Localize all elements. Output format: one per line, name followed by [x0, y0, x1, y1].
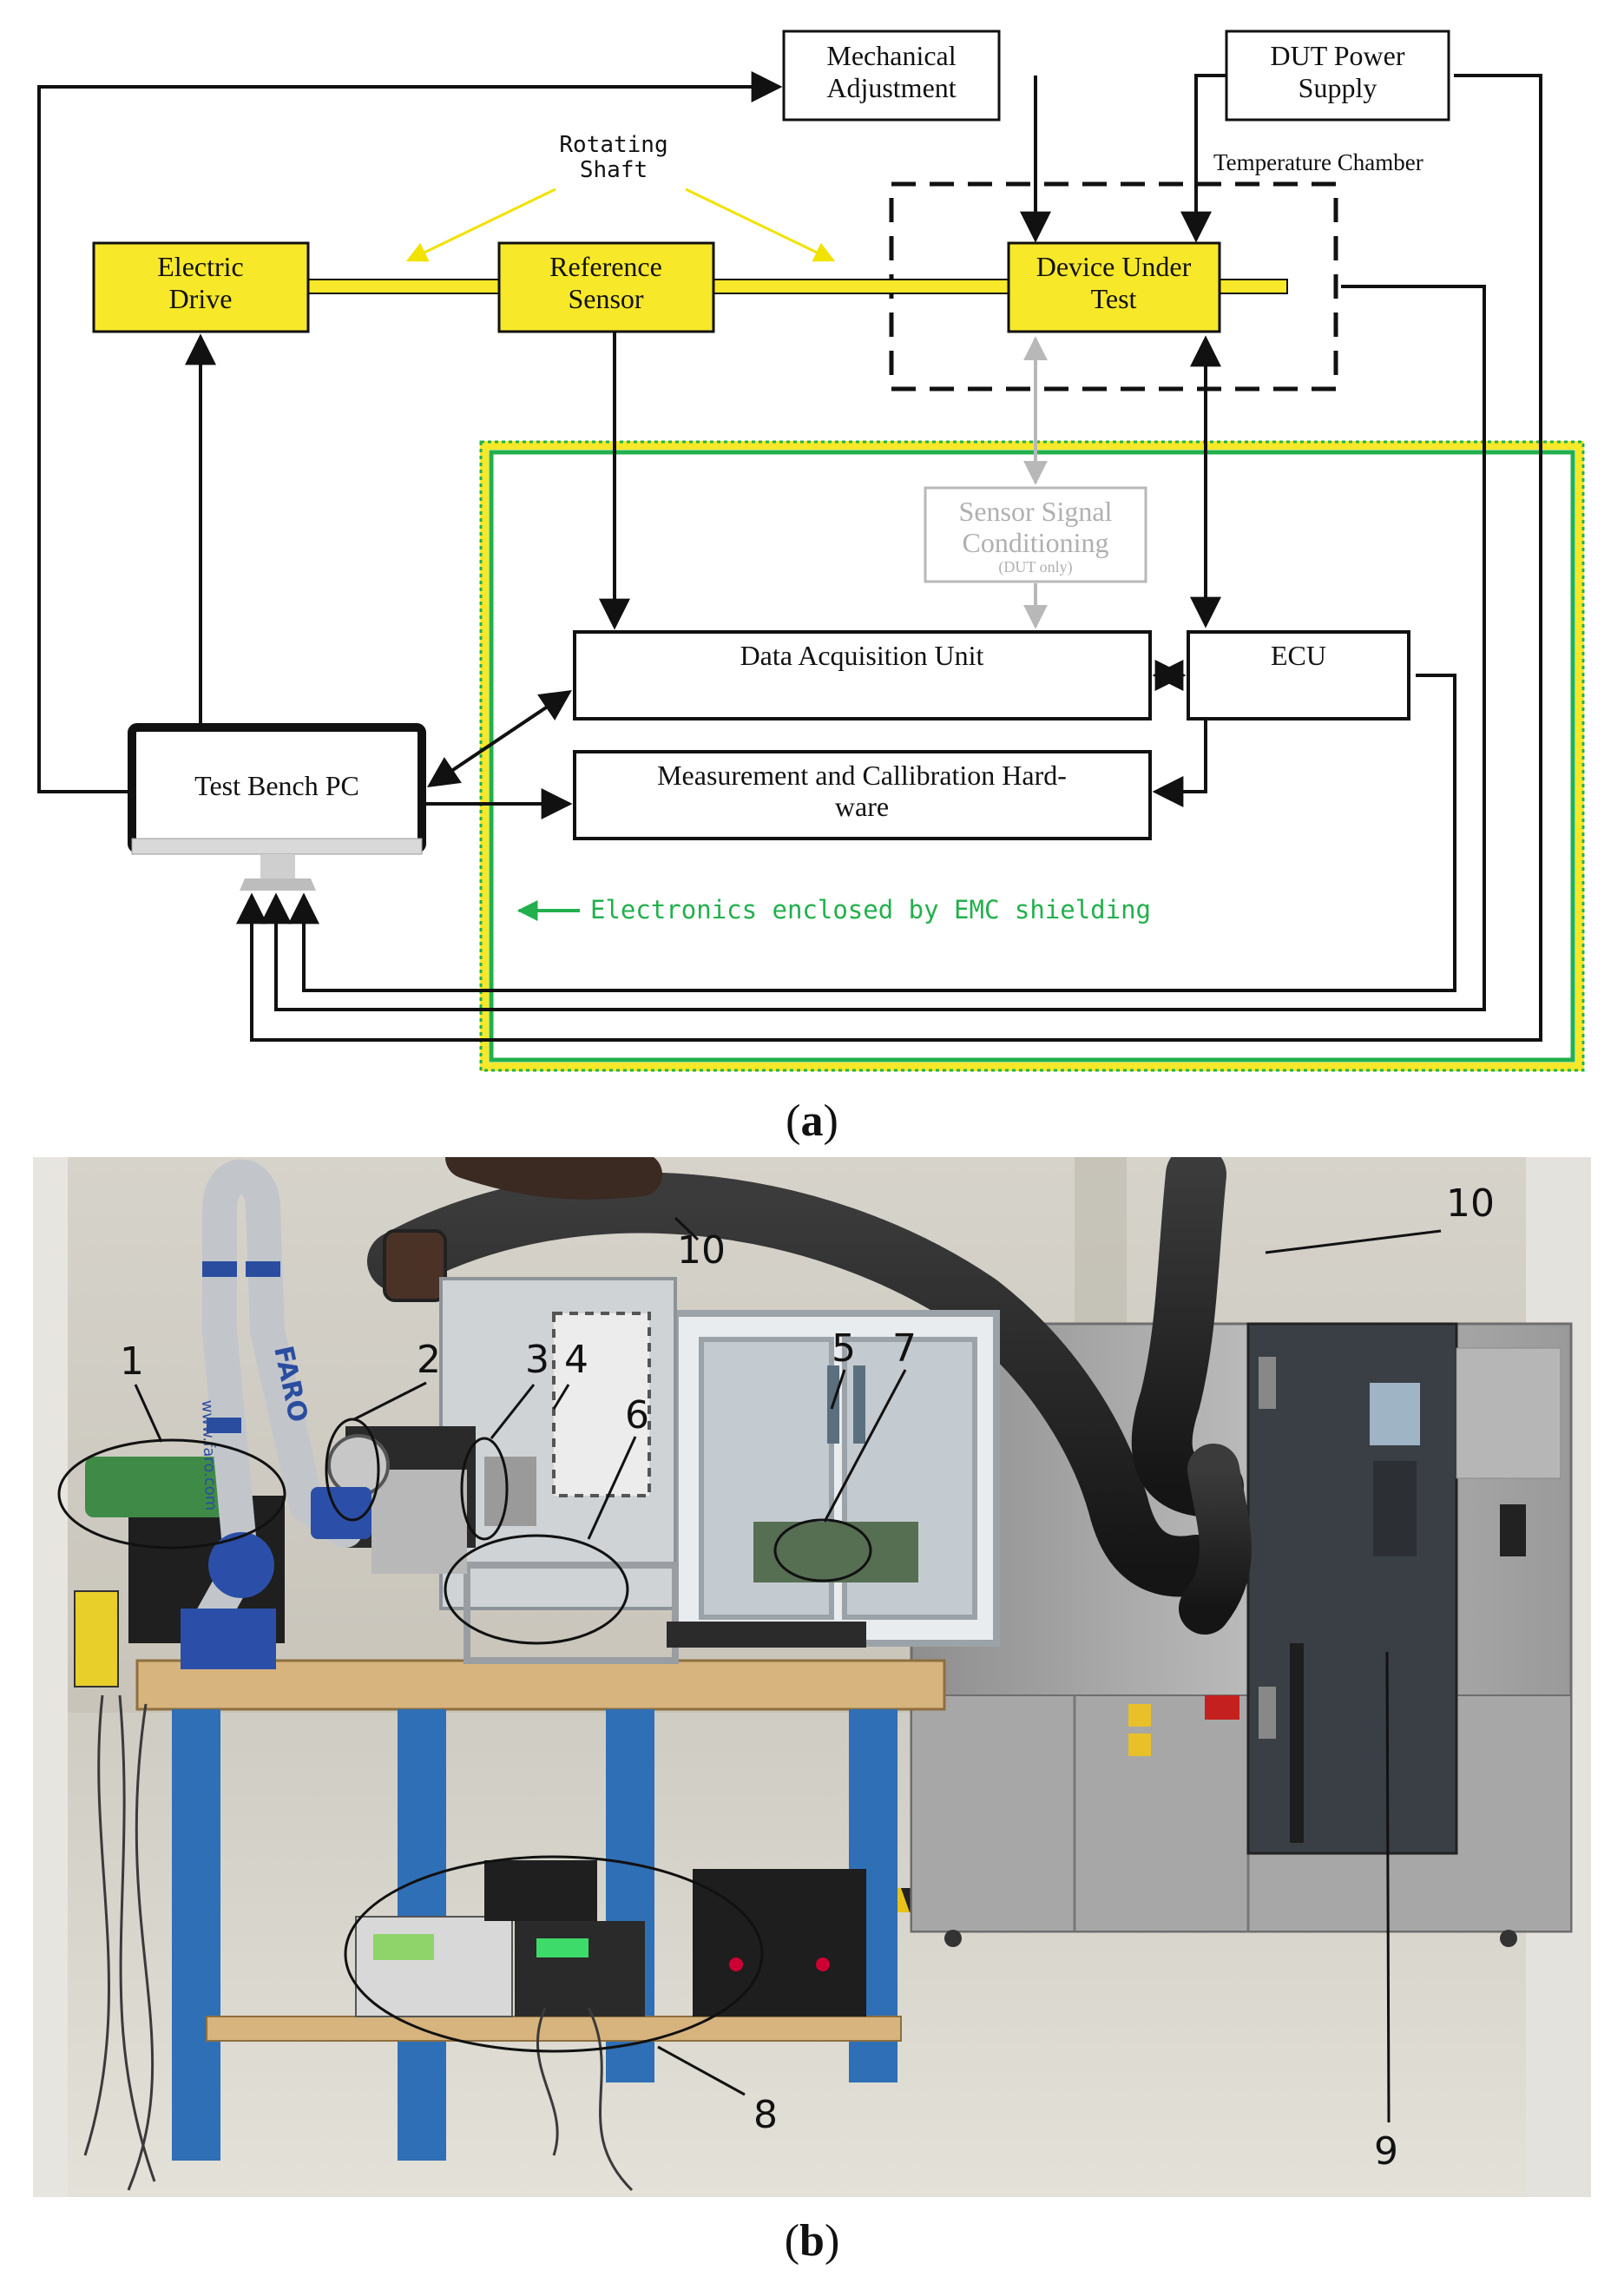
test-bench-block-diagram: Mechanical Adjustment DUT Power Supply E… — [37, 30, 1585, 1072]
sensor-signal-line1: Sensor Signal — [959, 496, 1113, 527]
test-bench-photo-illustration: FARO www.faro.com — [33, 1157, 1591, 2197]
ecu-label: ECU — [1271, 640, 1326, 671]
callout-3: 3 — [525, 1338, 549, 1382]
reference-sensor-line1: Reference — [549, 251, 662, 282]
callout-leaders — [134, 1216, 1442, 2123]
callout-10-left: 10 — [677, 1228, 726, 1273]
callout-2: 2 — [417, 1338, 441, 1382]
rotating-shaft — [307, 279, 1288, 294]
rotating-shaft-label-line2: Shaft — [580, 157, 648, 183]
reference-sensor-line2: Sensor — [568, 283, 643, 314]
dut-power-supply-box: DUT Power Supply — [1225, 30, 1450, 122]
rotating-shaft-label-line1: Rotating — [559, 132, 667, 158]
device-under-test-box: Device Under Test — [1007, 241, 1221, 333]
mechanical-adjustment-line1: Mechanical — [826, 40, 956, 71]
caption-b-letter: b — [799, 2216, 825, 2266]
emc-note-label: Electronics enclosed by EMC shielding — [590, 895, 1151, 924]
temperature-chamber-photo — [910, 1322, 1573, 1947]
callout-8: 8 — [753, 2093, 778, 2137]
cables — [83, 1694, 634, 2192]
dut-power-supply-line2: Supply — [1299, 72, 1377, 103]
measurement-hardware-box: Measurement and Callibration Hard- ware — [573, 750, 1152, 840]
callout-6: 6 — [625, 1393, 649, 1438]
callout-4: 4 — [564, 1338, 588, 1382]
callout-1: 1 — [120, 1339, 144, 1384]
electric-drive-line2: Drive — [169, 283, 233, 314]
reference-sensor-box: Reference Sensor — [497, 241, 715, 333]
dut-power-supply-line1: DUT Power — [1271, 40, 1405, 71]
connection-lines — [37, 71, 1542, 1042]
temperature-chamber-label: Temperature Chamber — [1213, 149, 1423, 175]
callout-ellipses — [57, 1418, 872, 2053]
test-bench-photo: FARO www.faro.com — [33, 1157, 1591, 2197]
ecu-box: ECU — [1187, 630, 1410, 720]
caption-a-letter: a — [800, 1096, 824, 1146]
callout-5: 5 — [832, 1326, 856, 1371]
sensor-signal-line2: Conditioning — [963, 527, 1109, 558]
test-bench-pc-label: Test Bench PC — [194, 770, 359, 801]
measurement-hardware-line1: Measurement and Callibration Hard- — [657, 760, 1067, 791]
faro-arm: FARO www.faro.com — [181, 1159, 371, 1669]
callout-9: 9 — [1374, 2129, 1398, 2174]
faro-url-text: www.faro.com — [198, 1399, 220, 1510]
callout-7: 7 — [892, 1326, 917, 1371]
callout-10-right: 10 — [1446, 1181, 1495, 1226]
electric-drive-line1: Electric — [157, 251, 243, 282]
test-bench-table — [135, 1659, 946, 2161]
power-supplies — [355, 1860, 866, 2017]
mechanical-adjustment-box: Mechanical Adjustment — [782, 30, 1001, 122]
data-acquisition-unit-label: Data Acquisition Unit — [740, 640, 984, 671]
callout-numbers: 1 2 3 4 5 6 7 8 9 10 10 — [120, 1181, 1495, 2174]
data-acquisition-unit-box: Data Acquisition Unit — [573, 630, 1152, 720]
caption-b: (b) — [784, 2216, 840, 2266]
safety-switch — [74, 1590, 119, 1688]
device-under-test-line1: Device Under — [1036, 251, 1192, 282]
test-bench-pc-monitor: Test Bench PC — [128, 723, 426, 891]
emc-shielded-cabinet — [439, 1277, 1000, 1664]
shaft-pointer-left — [405, 188, 556, 262]
mechanical-adjustment-line2: Adjustment — [826, 72, 956, 103]
caption-a: (a) — [786, 1096, 838, 1146]
device-under-test-line2: Test — [1091, 283, 1137, 314]
sensor-signal-line3: (DUT only) — [998, 558, 1072, 576]
electric-drive-box: Electric Drive — [92, 241, 310, 333]
shaft-pointer-right — [685, 188, 836, 262]
sensor-signal-conditioning-box: Sensor Signal Conditioning (DUT only) — [924, 486, 1147, 583]
measurement-hardware-line2: ware — [835, 791, 889, 822]
